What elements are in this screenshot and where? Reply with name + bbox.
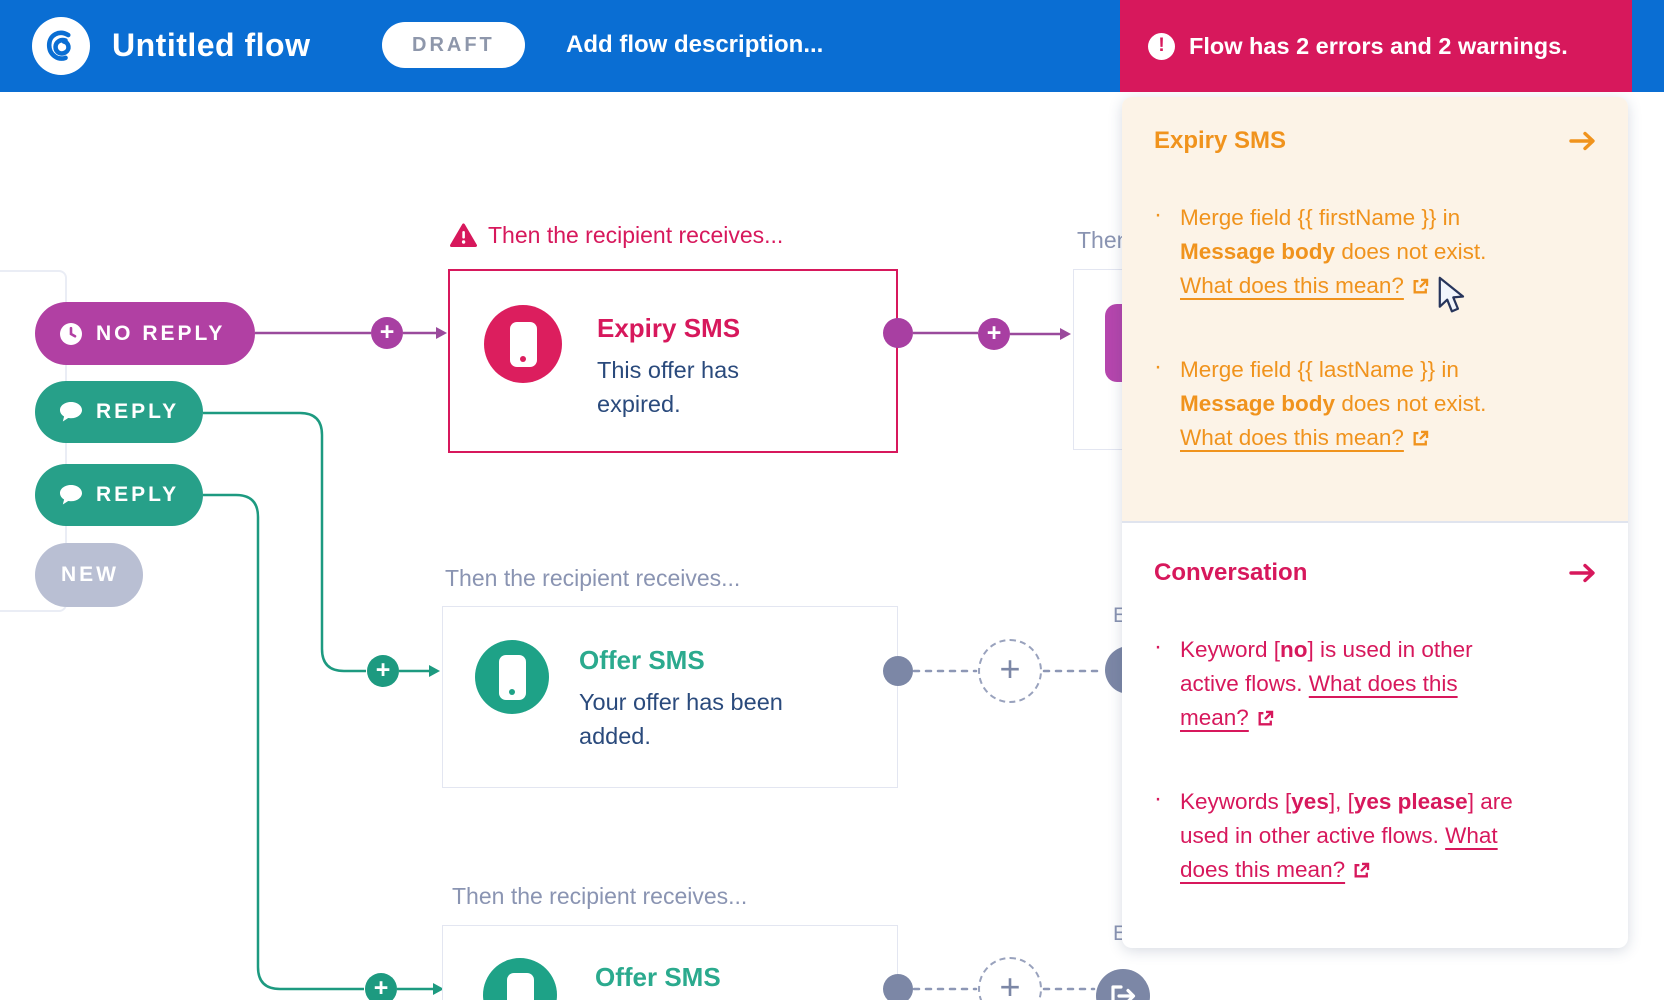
add-step-button[interactable]: + xyxy=(367,655,399,687)
chat-bubble-icon xyxy=(60,485,82,505)
branch-pill-label: REPLY xyxy=(96,400,180,423)
exit-flow-icon xyxy=(1111,985,1136,1000)
sms-phone-icon xyxy=(475,640,549,714)
exit-label-fragment: E xyxy=(1113,922,1122,945)
what-does-this-mean-link[interactable]: What does this mean? xyxy=(1180,425,1404,450)
brand-swirl-icon xyxy=(46,30,71,61)
status-badge: DRAFT xyxy=(382,22,525,68)
banner-message: Flow has 2 errors and 2 warnings. xyxy=(1189,32,1568,59)
branch-pill-reply-2[interactable]: REPLY xyxy=(35,464,203,526)
error-circle-icon: ! xyxy=(1148,32,1175,60)
add-step-button[interactable]: + xyxy=(365,973,397,1000)
what-does-this-mean-link[interactable]: What does this mean? xyxy=(1180,273,1404,298)
what-does-this-mean-link[interactable]: What does this mean? xyxy=(1180,823,1498,882)
expiry-sms-card[interactable]: Expiry SMS This offer has expired. xyxy=(448,269,898,453)
row3-caption: Then the recipient receives... xyxy=(452,883,748,909)
bullet: · xyxy=(1154,633,1162,660)
branch-pill-label: REPLY xyxy=(96,483,180,506)
add-step-button[interactable]: + xyxy=(371,317,403,349)
sms-phone-icon xyxy=(484,305,562,383)
warning-item: · Merge field {{ lastName }} in Message … xyxy=(1154,353,1596,455)
external-link-icon xyxy=(1413,430,1429,446)
flow-description-input[interactable]: Add flow description... xyxy=(566,31,824,58)
bullet: · xyxy=(1154,785,1162,812)
hidden-caption: Then the recipient receives... xyxy=(1077,227,1123,253)
exit-label-fragment: E xyxy=(1113,604,1123,627)
branch-pill-reply-1[interactable]: REPLY xyxy=(35,381,203,443)
clock-icon xyxy=(60,322,82,345)
panel-divider xyxy=(1122,521,1628,523)
bullet: · xyxy=(1154,201,1162,228)
warnings-section: Expiry SMS · Merge field {{ firstName }}… xyxy=(1122,97,1628,521)
card-title: Offer SMS xyxy=(579,645,705,675)
output-dot xyxy=(883,318,913,348)
branch-pill-no-reply[interactable]: NO REPLY xyxy=(35,302,255,365)
sms-phone-icon xyxy=(483,958,557,1000)
add-step-placeholder-button[interactable]: + xyxy=(978,639,1042,703)
branch-pill-label: NO REPLY xyxy=(96,321,226,345)
card-body: Your offer has been added. xyxy=(579,689,783,749)
bullet: · xyxy=(1154,353,1162,380)
card-title: Expiry SMS xyxy=(597,313,741,343)
flow-issues-panel: Expiry SMS · Merge field {{ firstName }}… xyxy=(1122,97,1628,948)
external-link-icon xyxy=(1258,710,1274,726)
offer-sms-card[interactable]: Offer SMS Your offer has been added. xyxy=(442,606,898,788)
flow-title[interactable]: Untitled flow xyxy=(112,27,311,63)
error-item: · Keywords [yes], [yes please] are used … xyxy=(1154,785,1596,887)
card-title: Offer SMS xyxy=(595,962,721,992)
branch-pill-new[interactable]: NEW xyxy=(35,543,143,607)
offer-sms-card-2[interactable]: Offer SMS xyxy=(442,925,898,1000)
external-link-icon xyxy=(1413,278,1429,294)
top-bar: Untitled flow DRAFT Add flow description… xyxy=(0,0,1664,92)
error-item: · Keyword [no] is used in other active f… xyxy=(1154,633,1596,735)
warning-item: · Merge field {{ firstName }} in Message… xyxy=(1154,201,1596,303)
output-dot xyxy=(883,656,913,686)
flow-errors-banner[interactable]: ! Flow has 2 errors and 2 warnings. xyxy=(1120,0,1632,92)
mouse-cursor xyxy=(1438,276,1465,313)
row1-caption: Then the recipient receives... xyxy=(450,222,783,249)
row2-caption: Then the recipient receives... xyxy=(445,565,741,591)
go-to-node-arrow-icon[interactable] xyxy=(1569,562,1596,584)
go-to-node-arrow-icon[interactable] xyxy=(1569,130,1596,152)
errors-section: Conversation · Keyword [no] is used in o… xyxy=(1122,523,1628,887)
branch-pill-label: NEW xyxy=(61,563,119,586)
output-dot xyxy=(883,974,913,1000)
chat-bubble-icon xyxy=(60,402,82,422)
app-logo xyxy=(32,17,90,75)
warning-triangle-icon xyxy=(450,223,477,247)
what-does-this-mean-link[interactable]: What does this mean? xyxy=(1180,671,1458,730)
error-node-title[interactable]: Conversation xyxy=(1154,559,1308,586)
external-link-icon xyxy=(1354,862,1370,878)
card-body: This offer has expired. xyxy=(597,357,739,417)
add-step-button[interactable]: + xyxy=(978,318,1010,350)
warning-node-title[interactable]: Expiry SMS xyxy=(1154,127,1287,154)
